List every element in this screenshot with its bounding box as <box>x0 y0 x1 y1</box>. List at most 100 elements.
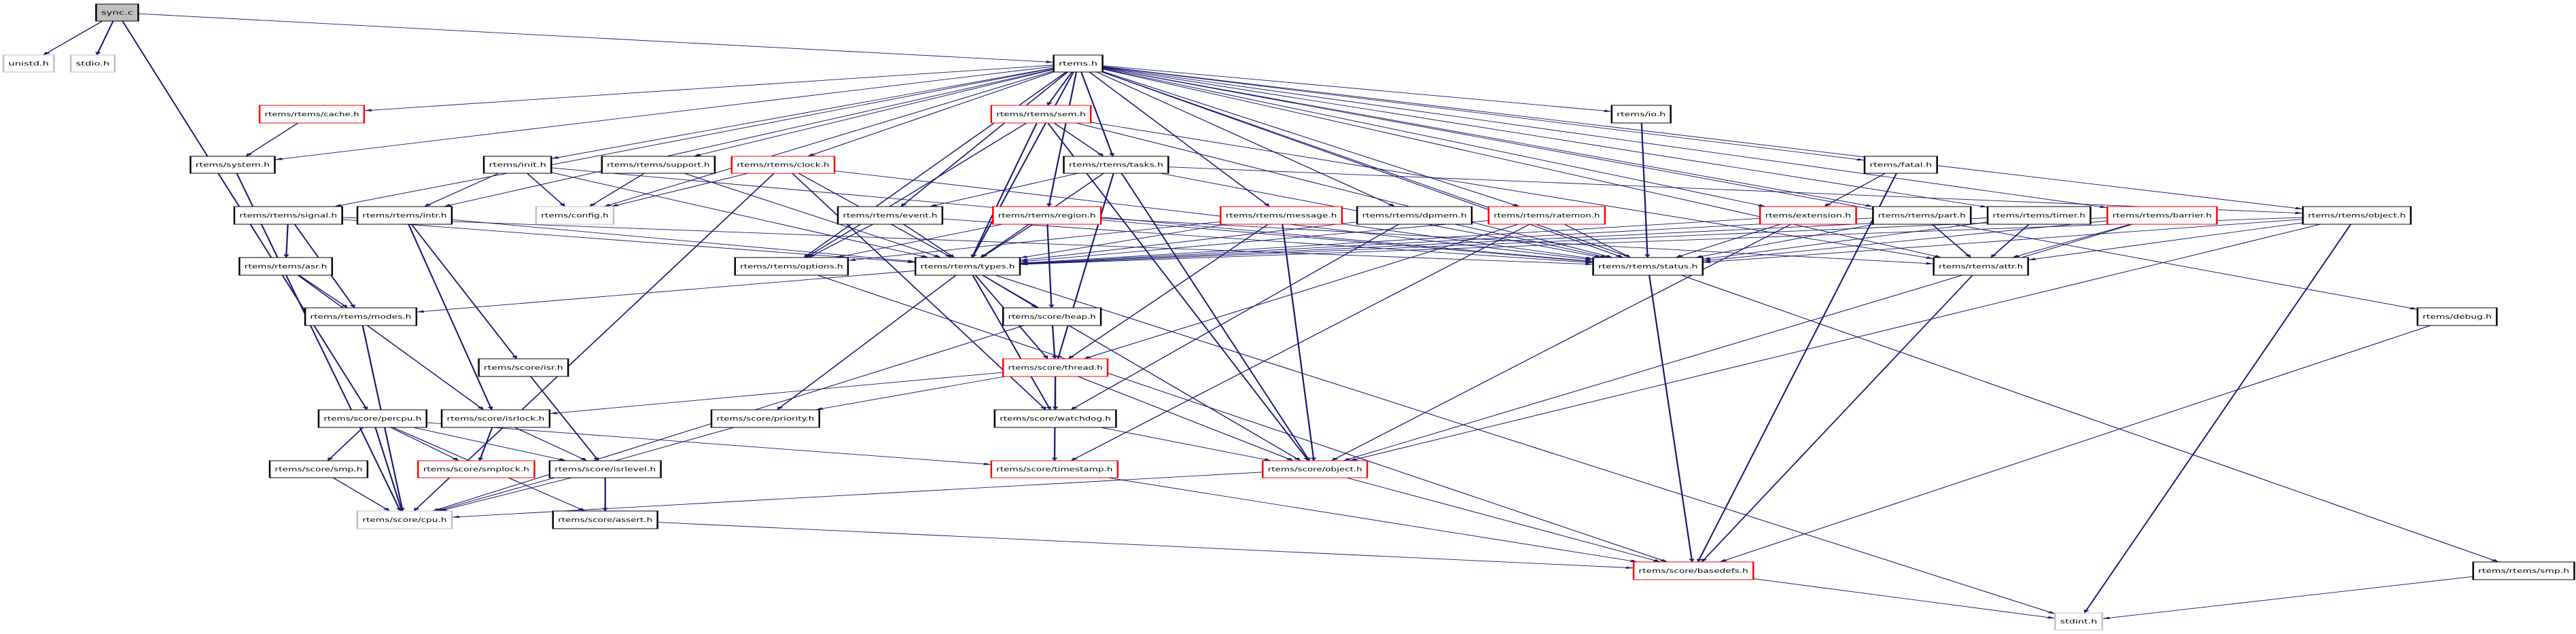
node-asr[interactable]: rtems/rtems/asr.h <box>239 257 334 276</box>
node-object_r[interactable]: rtems/rtems/object.h <box>2301 206 2412 225</box>
node-sync[interactable]: sync.c <box>95 3 139 22</box>
node-percpu[interactable]: rtems/score/percpu.h <box>317 409 427 428</box>
node-priority[interactable]: rtems/score/priority.h <box>710 409 821 428</box>
node-cpu[interactable]: rtems/score/cpu.h <box>356 510 453 529</box>
node-label: rtems/rtems/timer.h <box>1993 212 2085 219</box>
edge-region-to-types <box>981 224 1034 258</box>
node-types[interactable]: rtems/rtems/types.h <box>914 257 1021 276</box>
node-isrlevel[interactable]: rtems/score/isrlevel.h <box>548 460 662 478</box>
edges-layer <box>42 13 2499 620</box>
node-tasks[interactable]: rtems/rtems/tasks.h <box>1063 156 1169 174</box>
edge-barrier-to-attr <box>2011 224 2132 258</box>
node-stdint[interactable]: stdint.h <box>2054 612 2104 631</box>
node-ratemon[interactable]: rtems/rtems/ratemon.h <box>1487 206 1606 225</box>
node-label: rtems/rtems/tasks.h <box>1069 162 1163 169</box>
edge-rtems-to-object_r <box>1102 66 2304 210</box>
edge-part-to-attr <box>1931 224 1972 258</box>
node-intr[interactable]: rtems/rtems/intr.h <box>356 206 453 225</box>
node-dpmem[interactable]: rtems/rtems/dpmem.h <box>1356 206 1473 225</box>
edge-rtems-to-ratemon <box>1101 71 1520 207</box>
node-assert[interactable]: rtems/score/assert.h <box>552 510 658 529</box>
edge-intr-to-types <box>451 219 916 262</box>
node-fatal[interactable]: rtems/fatal.h <box>1863 156 1938 174</box>
node-isrlock[interactable]: rtems/score/isrlock.h <box>440 409 551 428</box>
node-options[interactable]: rtems/rtems/options.h <box>734 257 849 276</box>
node-isr[interactable]: rtems/score/isr.h <box>478 358 569 377</box>
node-extension[interactable]: rtems/extension.h <box>1759 206 1857 225</box>
node-part[interactable]: rtems/rtems/part.h <box>1872 206 1972 225</box>
edge-rtems-to-tasks <box>1080 71 1115 157</box>
node-label: rtems/score/cpu.h <box>362 516 446 524</box>
node-box <box>239 257 334 276</box>
node-clock[interactable]: rtems/rtems/clock.h <box>730 156 836 174</box>
edge-asr-to-isrlock <box>297 275 484 410</box>
edge-object_r-to-attr <box>2028 222 2304 261</box>
edge-percpu-to-timestamp <box>426 422 992 465</box>
node-smp_r[interactable]: rtems/rtems/smp.h <box>2472 561 2575 580</box>
edge-rtems-to-signal <box>334 68 1055 207</box>
node-timestamp[interactable]: rtems/score/timestamp.h <box>990 460 1119 478</box>
node-box <box>1002 358 1109 377</box>
edge-percpu-to-smplock <box>390 427 460 461</box>
node-box <box>1220 206 1343 225</box>
edge-clock-to-status <box>834 170 1593 260</box>
node-barrier[interactable]: rtems/rtems/barrier.h <box>2106 206 2218 225</box>
node-debug[interactable]: rtems/debug.h <box>2416 307 2498 326</box>
edge-tasks-to-object_r <box>1168 166 2304 215</box>
edge-rtems-to-clock <box>807 71 1055 157</box>
node-support[interactable]: rtems/rtems/support.h <box>601 156 716 174</box>
node-smp_s[interactable]: rtems/score/smp.h <box>268 460 369 478</box>
edge-region-to-status <box>1100 219 1593 262</box>
node-label: rtems/score/priority.h <box>716 415 814 423</box>
node-io[interactable]: rtems/io.h <box>1610 105 1672 124</box>
node-heap[interactable]: rtems/score/heap.h <box>1002 307 1102 326</box>
node-stdio[interactable]: stdio.h <box>69 54 116 73</box>
edge-thread-to-priority <box>815 376 1006 410</box>
edge-tasks-to-event <box>929 173 1079 207</box>
node-message[interactable]: rtems/rtems/message.h <box>1220 206 1343 225</box>
edge-rtems-to-cache <box>364 65 1054 111</box>
node-box <box>730 156 836 174</box>
node-label: rtems/score/percpu.h <box>323 415 421 423</box>
node-object_s[interactable]: rtems/score/object.h <box>1262 460 1369 478</box>
node-box <box>1063 156 1169 174</box>
node-label: rtems/score/heap.h <box>1008 313 1096 321</box>
edge-barrier-to-types <box>1019 217 2108 266</box>
node-timer[interactable]: rtems/rtems/timer.h <box>1986 206 2092 225</box>
node-sem[interactable]: rtems/rtems/sem.h <box>990 105 1092 124</box>
edge-init-to-config <box>526 173 566 207</box>
node-signal[interactable]: rtems/rtems/signal.h <box>233 206 343 225</box>
node-watchdog[interactable]: rtems/score/watchdog.h <box>993 409 1117 428</box>
edge-sem-to-options <box>805 122 1027 258</box>
node-event[interactable]: rtems/rtems/event.h <box>836 206 944 225</box>
node-thread[interactable]: rtems/score/thread.h <box>1002 358 1109 377</box>
node-box <box>304 307 418 326</box>
node-label: rtems/score/assert.h <box>558 516 652 524</box>
edge-timestamp-to-basedefs <box>1108 477 1638 563</box>
node-config[interactable]: rtems/config.h <box>535 206 615 225</box>
node-attr[interactable]: rtems/rtems/attr.h <box>1933 257 2029 276</box>
node-box <box>548 460 662 478</box>
node-init[interactable]: rtems/init.h <box>482 156 552 174</box>
node-modes[interactable]: rtems/rtems/modes.h <box>304 307 418 326</box>
node-box <box>1632 561 1754 580</box>
edge-rtems-to-attr <box>1102 69 1942 258</box>
node-status[interactable]: rtems/rtems/status.h <box>1592 257 1704 276</box>
node-unistd[interactable]: unistd.h <box>2 54 55 73</box>
node-rtems[interactable]: rtems.h <box>1053 54 1104 73</box>
node-cache[interactable]: rtems/rtems/cache.h <box>258 105 366 124</box>
node-box <box>535 206 615 225</box>
node-box <box>356 510 453 529</box>
edge-cache-to-system <box>245 122 299 157</box>
node-region[interactable]: rtems/rtems/region.h <box>992 206 1102 225</box>
node-label: rtems/score/watchdog.h <box>1000 415 1111 423</box>
node-basedefs[interactable]: rtems/score/basedefs.h <box>1632 561 1754 580</box>
edge-rtems-to-options <box>803 71 1067 258</box>
edge-object_r-to-object_s <box>1349 224 2321 461</box>
node-smplock[interactable]: rtems/score/smplock.h <box>417 460 535 478</box>
node-system[interactable]: rtems/system.h <box>190 156 276 174</box>
node-box <box>233 206 343 225</box>
node-label: rtems/score/object.h <box>1268 466 1362 474</box>
edge-part-to-types <box>1019 217 1873 265</box>
